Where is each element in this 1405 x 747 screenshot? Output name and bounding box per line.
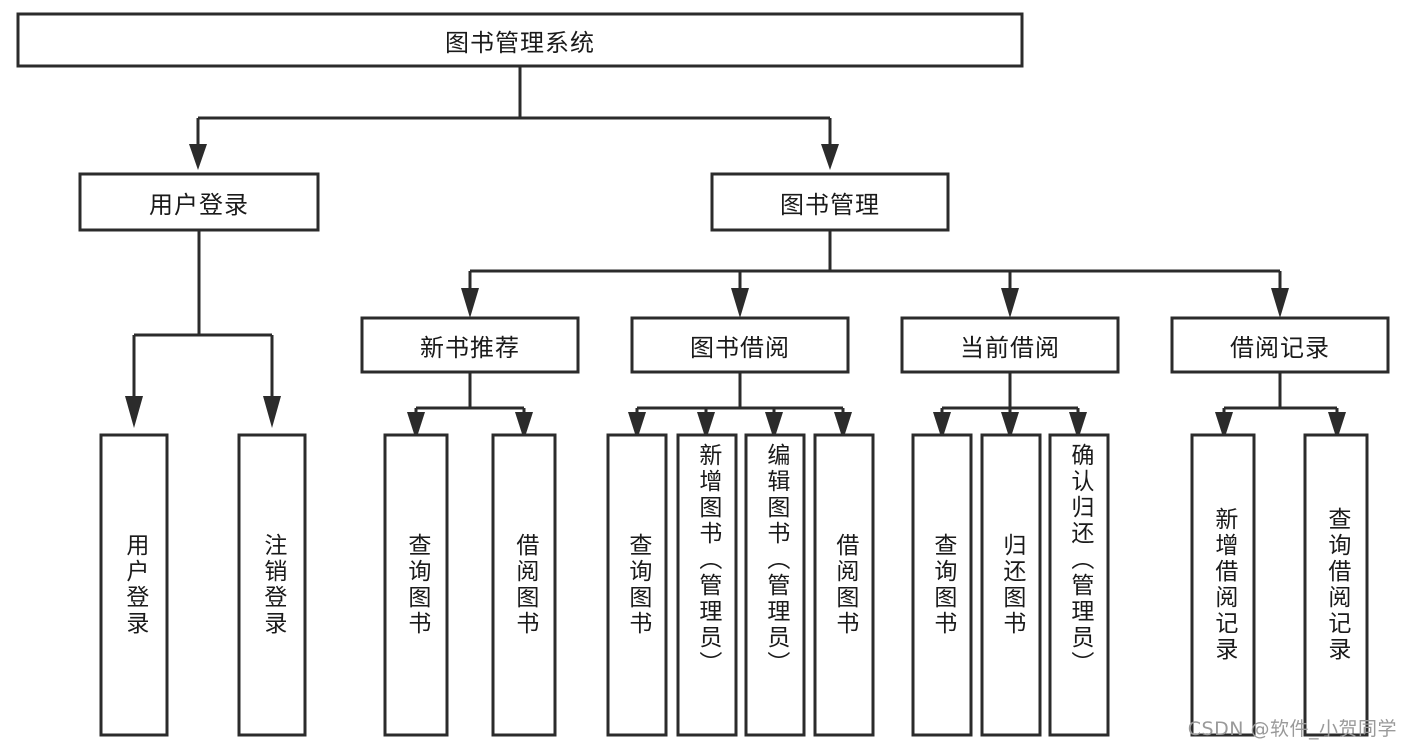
leaf-box-user-login-1[interactable]	[237, 433, 307, 737]
arrowhead-current-borrow	[1001, 288, 1019, 318]
arrowhead-bookborrow-leaf2	[765, 412, 783, 440]
arrowhead-newbook-leaf0	[407, 412, 425, 440]
node-box-book-borrow[interactable]	[630, 316, 850, 374]
leaf-box-new-book-1[interactable]	[491, 433, 557, 737]
leaf-box-new-book-0[interactable]	[383, 433, 449, 737]
leaf-box-book-borrow-3[interactable]	[813, 433, 875, 737]
leaf-box-current-borrow-1[interactable]	[980, 433, 1042, 737]
arrowhead-bookborrow-leaf3	[834, 412, 852, 440]
leaf-box-borrow-record-0[interactable]	[1190, 433, 1256, 737]
arrowhead-borrowrecord-leaf1	[1328, 412, 1346, 440]
leaf-box-book-borrow-2[interactable]	[744, 433, 806, 737]
arrowhead-book-mgmt	[821, 144, 839, 170]
node-box-book-management[interactable]	[710, 172, 950, 232]
arrowhead-currentborrow-leaf0	[933, 412, 951, 440]
leaf-box-book-borrow-1[interactable]	[676, 433, 738, 737]
leaf-box-user-login-0[interactable]	[99, 433, 169, 737]
arrowhead-borrow-record	[1271, 288, 1289, 318]
node-box-borrow-record[interactable]	[1170, 316, 1390, 374]
leaf-box-borrow-record-1[interactable]	[1303, 433, 1369, 737]
arrowhead-book-borrow	[731, 288, 749, 318]
node-box-root[interactable]	[16, 12, 1024, 68]
arrowhead-currentborrow-leaf2	[1069, 412, 1087, 440]
node-box-user-login[interactable]	[78, 172, 320, 232]
arrowhead-new-book-rec	[461, 288, 479, 318]
arrowhead-user-login	[189, 144, 207, 170]
arrowhead-newbook-leaf1	[515, 412, 533, 440]
arrowhead-currentborrow-leaf1	[1001, 412, 1019, 440]
arrowhead-bookborrow-leaf0	[628, 412, 646, 440]
arrowhead-user-login-leaf1	[263, 396, 281, 428]
leaf-box-current-borrow-0[interactable]	[911, 433, 973, 737]
arrowhead-user-login-leaf0	[125, 396, 143, 428]
arrowhead-bookborrow-leaf1	[697, 412, 715, 440]
leaf-box-book-borrow-0[interactable]	[606, 433, 668, 737]
node-box-current-borrow[interactable]	[900, 316, 1120, 374]
arrowhead-borrowrecord-leaf0	[1215, 412, 1233, 440]
node-box-new-book-recommend[interactable]	[360, 316, 580, 374]
csdn-watermark: CSDN @软件_小贺同学	[1187, 718, 1397, 740]
leaf-box-current-borrow-2[interactable]	[1048, 433, 1110, 737]
